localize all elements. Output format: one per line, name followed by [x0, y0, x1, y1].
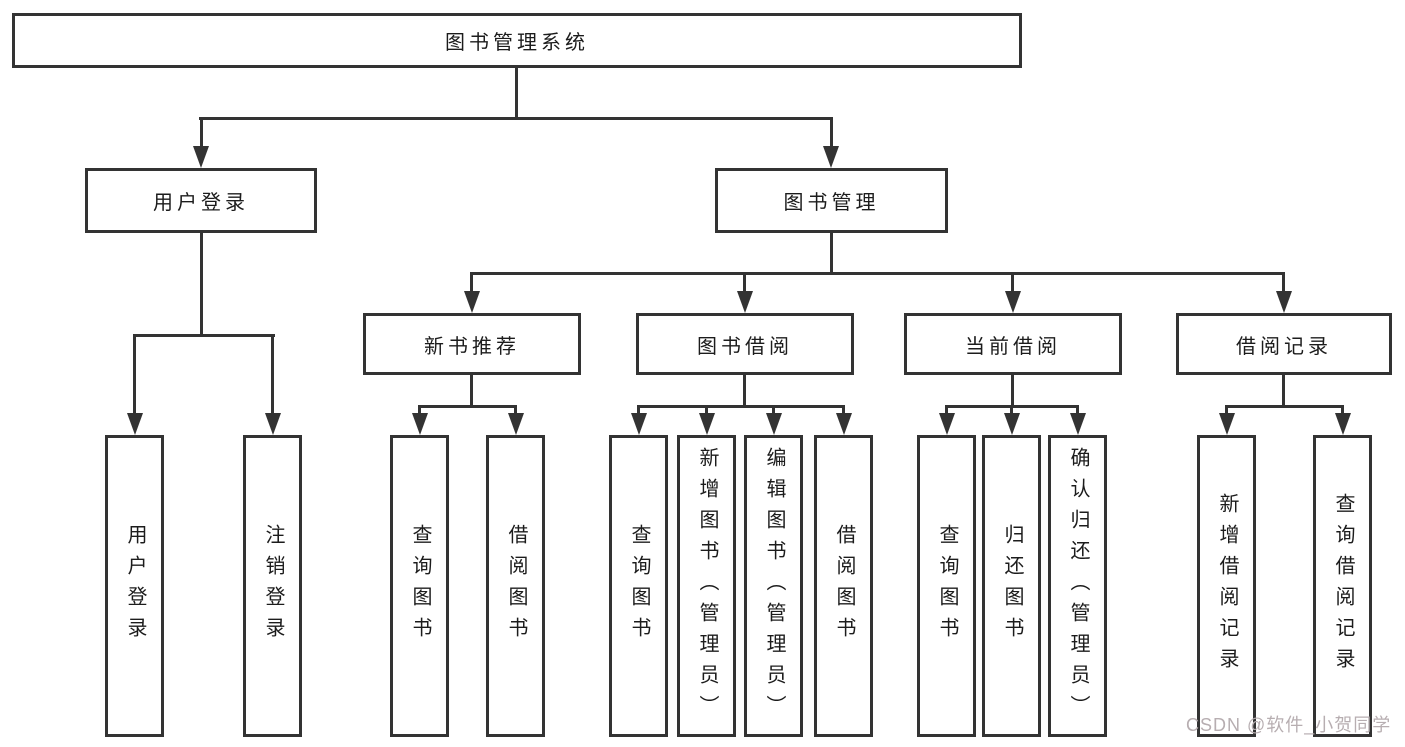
- node-confirm-return-admin: 确认归还（管理员）: [1048, 435, 1107, 737]
- node-library-management-system: 图书管理系统: [12, 13, 1022, 68]
- arrow-down-icon: [412, 413, 428, 435]
- connector-root-stem: [515, 68, 518, 119]
- arrow-down-icon: [1276, 291, 1292, 313]
- node-borrow-books-recommend: 借阅图书: [486, 435, 545, 737]
- node-user-login-group: 用户登录: [85, 168, 317, 233]
- node-return-books: 归还图书: [982, 435, 1041, 737]
- arrow-down-icon: [1004, 413, 1020, 435]
- arrow-down-icon: [823, 146, 839, 168]
- arrow-down-icon: [265, 413, 281, 435]
- arrow-down-icon: [737, 291, 753, 313]
- connector-book-mgmt-stem: [830, 233, 833, 274]
- connector-line: [514, 405, 517, 418]
- node-current-borrowing: 当前借阅: [904, 313, 1122, 375]
- arrow-down-icon: [1070, 413, 1086, 435]
- connector-line: [743, 272, 746, 293]
- arrow-down-icon: [508, 413, 524, 435]
- connector-line: [1341, 405, 1344, 418]
- connector-split: [1225, 405, 1344, 408]
- node-borrowing-records: 借阅记录: [1176, 313, 1392, 375]
- connector-line: [1011, 272, 1014, 293]
- connector-line: [743, 375, 746, 407]
- arrow-down-icon: [939, 413, 955, 435]
- node-query-books-recommend: 查询图书: [390, 435, 449, 737]
- connector-level2-split: [199, 117, 833, 120]
- node-query-books-current: 查询图书: [917, 435, 976, 737]
- node-new-book-recommendation: 新书推荐: [363, 313, 581, 375]
- arrow-down-icon: [1335, 413, 1351, 435]
- node-edit-books-admin: 编辑图书（管理员）: [744, 435, 803, 737]
- arrow-down-icon: [1005, 291, 1021, 313]
- connector-line: [842, 405, 845, 418]
- node-borrow-books: 借阅图书: [814, 435, 873, 737]
- arrow-down-icon: [464, 291, 480, 313]
- connector-user-login-stem: [200, 233, 203, 336]
- node-add-borrow-record: 新增借阅记录: [1197, 435, 1256, 737]
- csdn-watermark: CSDN @软件_小贺同学: [1186, 715, 1392, 735]
- connector-line: [637, 405, 640, 418]
- arrow-down-icon: [766, 413, 782, 435]
- node-query-borrow-record: 查询借阅记录: [1313, 435, 1372, 737]
- connector-line: [945, 405, 948, 418]
- node-book-borrowing: 图书借阅: [636, 313, 854, 375]
- connector-split: [418, 405, 517, 408]
- connector-line: [830, 117, 833, 149]
- arrow-down-icon: [127, 413, 143, 435]
- connector-line: [470, 272, 473, 293]
- arrow-down-icon: [193, 146, 209, 168]
- connector-line: [470, 375, 473, 407]
- arrow-down-icon: [1219, 413, 1235, 435]
- node-add-books-admin: 新增图书（管理员）: [677, 435, 736, 737]
- connector-line: [1010, 405, 1013, 418]
- node-user-login: 用户登录: [105, 435, 164, 737]
- node-book-management: 图书管理: [715, 168, 948, 233]
- connector-line: [418, 405, 421, 418]
- connector-user-login-split: [133, 334, 275, 337]
- connector-line: [1282, 272, 1285, 293]
- connector-line: [1011, 375, 1014, 407]
- connector-line: [705, 405, 708, 418]
- connector-line: [271, 334, 274, 416]
- connector-line: [200, 117, 203, 149]
- node-logout: 注销登录: [243, 435, 302, 737]
- arrow-down-icon: [699, 413, 715, 435]
- connector-line: [1076, 405, 1079, 418]
- connector-line: [1225, 405, 1228, 418]
- node-query-books-borrowing: 查询图书: [609, 435, 668, 737]
- connector-line: [772, 405, 775, 418]
- connector-line: [133, 334, 136, 416]
- connector-line: [1282, 375, 1285, 407]
- arrow-down-icon: [836, 413, 852, 435]
- connector-split: [637, 405, 845, 408]
- arrow-down-icon: [631, 413, 647, 435]
- connector-level3-split: [470, 272, 1285, 275]
